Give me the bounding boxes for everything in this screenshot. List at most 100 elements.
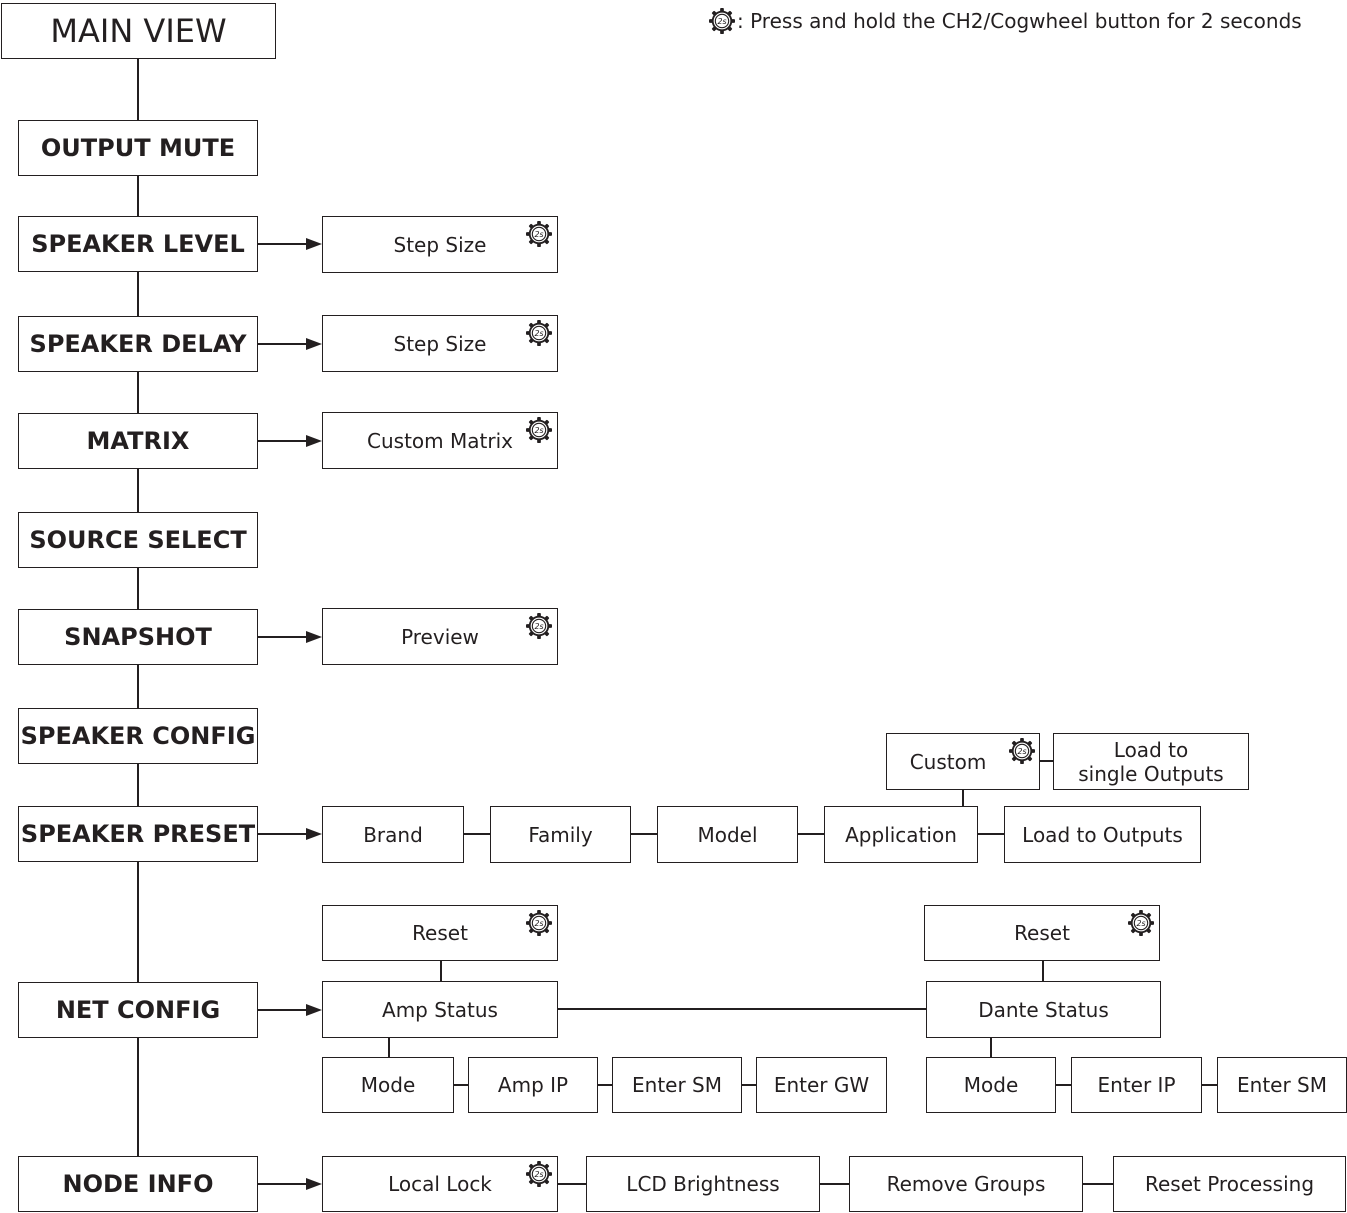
matrix-arrow-line (258, 440, 308, 442)
custom-matrix-label: Custom Matrix (367, 428, 513, 453)
speaker-preset-arrow-head (306, 828, 322, 840)
dante-reset-box[interactable]: Reset (924, 905, 1160, 961)
speaker-config-box[interactable]: SPEAKER CONFIG (18, 708, 258, 764)
amp-ip-sm-connector (598, 1084, 612, 1086)
cogwheel-2s-icon (526, 910, 552, 936)
speaker-level-box[interactable]: SPEAKER LEVEL (18, 216, 258, 272)
source-select-label: SOURCE SELECT (29, 526, 247, 554)
cogwheel-2s-icon (1128, 910, 1154, 936)
matrix-arrow-head (306, 435, 322, 447)
dante-mode-ip-connector (1056, 1084, 1071, 1086)
dante-mode-label: Mode (963, 1073, 1019, 1097)
source-select-box[interactable]: SOURCE SELECT (18, 512, 258, 568)
custom-box[interactable]: Custom (886, 733, 1040, 790)
local-lock-label: Local Lock (388, 1172, 492, 1196)
output-mute-box[interactable]: OUTPUT MUTE (18, 120, 258, 176)
output-mute-label: OUTPUT MUTE (40, 134, 236, 162)
dante-enter-ip-box[interactable]: Enter IP (1071, 1057, 1202, 1113)
speaker-level-label: SPEAKER LEVEL (31, 230, 245, 258)
model-application-connector (798, 833, 824, 835)
brand-family-connector (464, 833, 490, 835)
cogwheel-2s-icon (526, 320, 552, 346)
model-label: Model (697, 822, 758, 847)
reset-processing-box[interactable]: Reset Processing (1113, 1156, 1346, 1212)
load-single-outputs-box[interactable]: Load to single Outputs (1053, 733, 1249, 790)
dante-ip-sm-connector (1202, 1084, 1217, 1086)
local-lock-box[interactable]: Local Lock (322, 1156, 558, 1212)
amp-ip-box[interactable]: Amp IP (468, 1057, 598, 1113)
snapshot-label: SNAPSHOT (64, 623, 212, 651)
amp-enter-sm-label: Enter SM (632, 1073, 722, 1097)
load-to-outputs-box[interactable]: Load to Outputs (1004, 806, 1201, 863)
node-info-label: NODE INFO (62, 1170, 214, 1198)
speaker-preset-label: SPEAKER PRESET (20, 820, 256, 848)
remove-groups-box[interactable]: Remove Groups (849, 1156, 1083, 1212)
remove-groups-label: Remove Groups (886, 1172, 1046, 1196)
model-box[interactable]: Model (657, 806, 798, 863)
node-info-arrow-head (306, 1178, 322, 1190)
dante-enter-sm-box[interactable]: Enter SM (1217, 1057, 1347, 1113)
amp-mode-ip-connector (454, 1084, 468, 1086)
lcd-brightness-label: LCD Brightness (626, 1172, 780, 1196)
speaker-delay-box[interactable]: SPEAKER DELAY (18, 316, 258, 372)
custom-label: Custom (909, 749, 987, 774)
main-view-label: MAIN VIEW (50, 12, 227, 50)
net-config-box[interactable]: NET CONFIG (18, 982, 258, 1038)
matrix-box[interactable]: MATRIX (18, 413, 258, 469)
amp-mode-box[interactable]: Mode (322, 1057, 454, 1113)
speaker-level-arrow-head (306, 238, 322, 250)
speaker-delay-step-size-label: Step Size (393, 331, 487, 356)
speaker-level-step-size-label: Step Size (393, 232, 487, 257)
load-single-outputs-label: Load to single Outputs (1078, 737, 1224, 786)
brand-box[interactable]: Brand (322, 806, 464, 863)
amp-reset-label: Reset (412, 921, 468, 945)
amp-reset-box[interactable]: Reset (322, 905, 558, 961)
legend-text: : Press and hold the CH2/Cogwheel button… (737, 9, 1302, 33)
speaker-delay-label: SPEAKER DELAY (29, 330, 247, 358)
net-config-arrow-line (258, 1009, 308, 1011)
cogwheel-2s-icon (526, 221, 552, 247)
speaker-preset-box[interactable]: SPEAKER PRESET (18, 806, 258, 862)
amp-status-label: Amp Status (382, 997, 498, 1022)
dante-status-box[interactable]: Dante Status (926, 981, 1161, 1038)
speaker-preset-arrow-line (258, 833, 308, 835)
amp-reset-status-connector (440, 961, 442, 981)
net-config-label: NET CONFIG (55, 996, 221, 1024)
family-box[interactable]: Family (490, 806, 631, 863)
dante-status-mode-connector (990, 1038, 992, 1057)
amp-sm-gw-connector (742, 1084, 756, 1086)
node-info-arrow-line (258, 1183, 308, 1185)
dante-enter-sm-label: Enter SM (1237, 1073, 1327, 1097)
application-custom-connector (962, 789, 964, 806)
custom-matrix-box[interactable]: Custom Matrix (322, 412, 558, 469)
speaker-level-step-size-box[interactable]: Step Size (322, 216, 558, 273)
legend: : Press and hold the CH2/Cogwheel button… (709, 6, 1302, 36)
snapshot-preview-box[interactable]: Preview (322, 608, 558, 665)
main-view-box[interactable]: MAIN VIEW (1, 3, 276, 59)
amp-status-box[interactable]: Amp Status (322, 981, 558, 1038)
speaker-delay-arrow-line (258, 343, 308, 345)
dante-enter-ip-label: Enter IP (1097, 1073, 1176, 1097)
lcd-brightness-box[interactable]: LCD Brightness (586, 1156, 820, 1212)
dante-status-label: Dante Status (978, 997, 1109, 1022)
amp-enter-gw-box[interactable]: Enter GW (756, 1057, 887, 1113)
snapshot-box[interactable]: SNAPSHOT (18, 609, 258, 665)
custom-load-single-connector (1040, 760, 1053, 762)
speaker-level-arrow-line (258, 243, 308, 245)
amp-ip-label: Amp IP (497, 1073, 569, 1097)
lock-brightness-connector (558, 1183, 586, 1185)
dante-mode-box[interactable]: Mode (926, 1057, 1056, 1113)
dante-reset-label: Reset (1014, 921, 1070, 945)
groups-processing-connector (1083, 1183, 1113, 1185)
snapshot-arrow-line (258, 636, 308, 638)
speaker-delay-step-size-box[interactable]: Step Size (322, 315, 558, 372)
load-to-outputs-label: Load to Outputs (1022, 822, 1183, 847)
brand-label: Brand (363, 822, 423, 847)
reset-processing-label: Reset Processing (1144, 1172, 1315, 1196)
snapshot-preview-label: Preview (401, 624, 479, 649)
amp-status-mode-connector (388, 1038, 390, 1057)
amp-enter-gw-label: Enter GW (773, 1073, 870, 1097)
application-box[interactable]: Application (824, 806, 978, 863)
node-info-box[interactable]: NODE INFO (18, 1156, 258, 1212)
amp-enter-sm-box[interactable]: Enter SM (612, 1057, 742, 1113)
